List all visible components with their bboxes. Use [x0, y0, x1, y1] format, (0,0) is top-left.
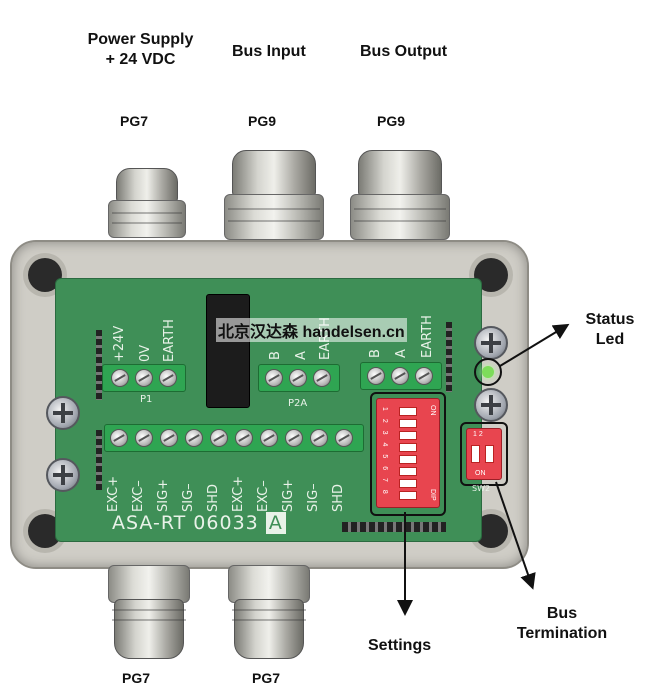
terminal-block-p2a: [258, 364, 340, 392]
gland-type-bottom-left: PG7: [122, 670, 151, 686]
power-supply-label-line1: Power Supply: [87, 31, 194, 48]
bus-input-label: Bus Input: [232, 43, 306, 60]
model-label: ASA-RT 06033 A: [112, 512, 286, 534]
mounting-screw-left-1: [46, 396, 80, 430]
gland-type-top-right: PG9: [377, 113, 406, 129]
settings-highlight-box: [370, 392, 446, 516]
status-led-label: Status Led: [572, 310, 648, 350]
sw2-label: SW2: [472, 484, 491, 493]
jumper-block: [206, 294, 250, 408]
bus-termination-label-line1: Bus: [546, 605, 578, 622]
status-led-arrow: [499, 323, 570, 367]
cable-gland-pg7-bottom-right: [228, 565, 310, 663]
cable-gland-pg7-top-left: [108, 168, 186, 250]
bus-termination-label: Bus Termination: [504, 604, 620, 644]
status-led-label-line1: Status: [585, 311, 635, 328]
bus-termination-label-line2: Termination: [516, 625, 608, 642]
dip-on-label: ON: [429, 405, 436, 416]
cable-gland-pg9-bus-output: [350, 150, 450, 250]
bus-output-label: Bus Output: [360, 43, 448, 60]
pin-header-left: [96, 330, 102, 400]
status-led-highlight-ring: [474, 358, 502, 386]
bus-termination-highlight-box: [460, 422, 508, 486]
power-supply-label: Power Supply + 24 VDC: [78, 30, 203, 70]
terminal-block-p1: [102, 364, 186, 392]
bus-termination-arrow: [495, 481, 536, 590]
gland-type-bottom-right: PG7: [252, 670, 281, 686]
settings-label: Settings: [368, 637, 432, 654]
cable-gland-pg9-bus-input: [224, 150, 324, 250]
term-numbers: 1 2: [473, 431, 483, 438]
terminal-block-load-cells: [104, 424, 364, 452]
revision-badge: A: [265, 512, 286, 534]
cable-gland-pg7-bottom-left: [108, 565, 190, 663]
terminal-block-p2b: [360, 362, 442, 390]
pin-header-left-lower: [96, 430, 102, 490]
mounting-screw-right-2: [474, 388, 508, 422]
p1-label: P1: [140, 394, 153, 405]
pin-header-right: [446, 322, 452, 392]
bus-termination-switch[interactable]: 1 2 ON: [466, 428, 502, 480]
settings-dip-switch[interactable]: ON DIP 1 2 3 4 5 6 7 8: [376, 398, 440, 508]
dip-label: DIP: [429, 489, 436, 501]
pin-header-bottom: [342, 522, 446, 532]
mounting-screw-left-2: [46, 458, 80, 492]
status-led-label-line2: Led: [595, 331, 625, 348]
mounting-screw-right-1: [474, 326, 508, 360]
dip-numbers: 1 2 3 4 5 6 7 8: [381, 407, 388, 497]
p2a-label: P2A: [288, 398, 308, 409]
power-supply-label-line2: + 24 VDC: [105, 51, 176, 68]
gland-type-top-left: PG7: [120, 113, 149, 129]
term-on-label: ON: [475, 470, 486, 477]
watermark: 北京汉达森 handelsen.cn: [216, 318, 407, 342]
gland-type-top-middle: PG9: [248, 113, 277, 129]
model-number: ASA-RT 06033: [112, 512, 259, 534]
